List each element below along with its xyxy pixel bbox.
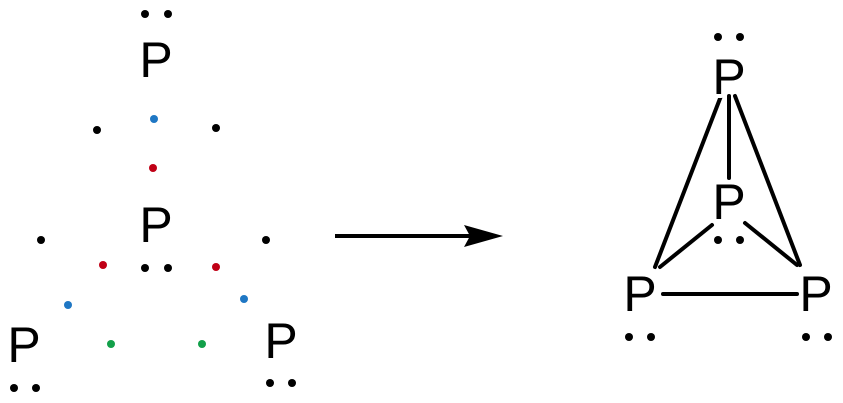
lone-pair-bottom-left: [10, 384, 40, 392]
lone-pair-base-right: [802, 333, 832, 341]
electron-blue: [240, 295, 248, 303]
lone-pair-top: [141, 10, 172, 18]
bond-apex-base-left: [653, 94, 723, 269]
lone-pair-middle: [714, 236, 744, 244]
right-structure: P P P P: [619, 33, 837, 341]
lone-pair-base-left: [625, 333, 655, 341]
atom-p-apex: P: [712, 49, 745, 105]
electron-black: [262, 236, 270, 244]
bond-middle-base-right: [743, 221, 799, 267]
electron-green: [198, 340, 206, 348]
bond-middle-base-left: [658, 223, 714, 269]
arrow-head: [464, 225, 503, 247]
electron-red: [149, 164, 157, 172]
lone-pair-center: [141, 264, 172, 272]
electron-green: [107, 340, 115, 348]
atom-p-bottom-left: P: [7, 317, 40, 373]
electron-blue: [150, 115, 158, 123]
atom-p-top: P: [139, 32, 172, 88]
lone-pair-bottom-right: [266, 379, 296, 387]
electron-red: [99, 261, 107, 269]
atom-p-middle: P: [712, 174, 745, 230]
bond-apex-base-right: [733, 94, 802, 267]
electron-black: [93, 126, 101, 134]
electron-blue: [64, 301, 72, 309]
atom-p-bottom-right: P: [264, 313, 297, 369]
electron-red: [212, 263, 220, 271]
lone-pair-apex: [714, 33, 744, 41]
left-structure: P P P P: [7, 10, 298, 392]
atom-p-center: P: [139, 197, 172, 253]
reaction-arrow: [335, 225, 503, 247]
atom-p-base-right: P: [799, 266, 832, 322]
electron-black: [212, 124, 220, 132]
atom-p-base-left: P: [623, 266, 656, 322]
electron-black: [37, 236, 45, 244]
